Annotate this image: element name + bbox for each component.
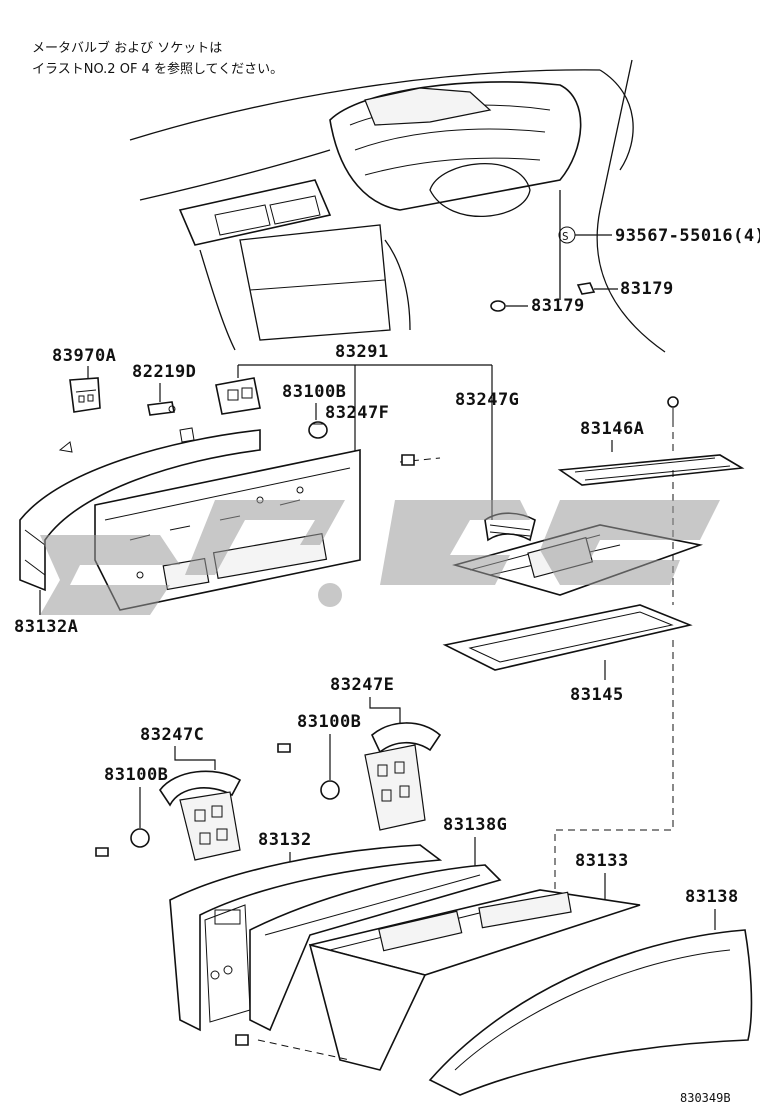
label-83138: 83138	[685, 887, 739, 907]
label-93567-55016: 93567-55016(4)	[615, 226, 760, 246]
label-83247C: 83247C	[140, 725, 204, 745]
clip-83179-a	[576, 282, 596, 295]
label-83970A: 83970A	[52, 346, 116, 366]
screw-mid	[277, 743, 291, 753]
clip-83179-b	[490, 300, 506, 312]
label-83247F: 83247F	[325, 403, 389, 423]
face-plate-83133	[308, 889, 641, 1071]
connector-83291	[215, 377, 261, 415]
socket-83247E	[364, 722, 442, 831]
gauge-panel-83138G	[249, 864, 502, 1032]
plate-83146A	[557, 454, 745, 486]
label-83247G: 83247G	[455, 390, 519, 410]
screw-bottom	[235, 1034, 249, 1046]
label-83145: 83145	[570, 685, 624, 705]
label-83132: 83132	[258, 830, 312, 850]
label-83291: 83291	[335, 342, 389, 362]
label-83132A: 83132A	[14, 617, 78, 637]
note-line-1: メータバルブ および ソケットは	[32, 40, 222, 56]
screw-83146A	[667, 396, 679, 420]
screw-rear	[401, 454, 415, 466]
dashboard-overview	[129, 59, 666, 353]
bulb-83100B-mid	[320, 780, 340, 800]
note-line-2: イラストNO.2 OF 4 を参照してください。	[32, 61, 283, 77]
watermark-logo	[40, 500, 720, 615]
socket-83247C	[159, 770, 242, 861]
label-82219D: 82219D	[132, 362, 196, 382]
svg-text:S: S	[562, 230, 569, 243]
screw-symbol: S	[558, 226, 576, 244]
label-83100B-left: 83100B	[104, 765, 168, 785]
label-83247E: 83247E	[330, 675, 394, 695]
label-83138G: 83138G	[443, 815, 507, 835]
screw-left	[95, 847, 109, 857]
label-83133: 83133	[575, 851, 629, 871]
label-83179-a: 83179	[620, 279, 674, 299]
bulb-83100B-top	[308, 421, 328, 439]
relay-83970A	[69, 377, 101, 413]
frame-83145	[442, 604, 693, 671]
sensor-82219D	[147, 401, 176, 416]
label-83146A: 83146A	[580, 419, 644, 439]
lens-83138	[428, 929, 753, 1096]
bulb-83100B-left	[130, 828, 150, 848]
label-83179-b: 83179	[531, 296, 585, 316]
label-83100B-mid: 83100B	[297, 712, 361, 732]
label-83100B-top: 83100B	[282, 382, 346, 402]
figure-number: 830349B	[680, 1091, 731, 1105]
